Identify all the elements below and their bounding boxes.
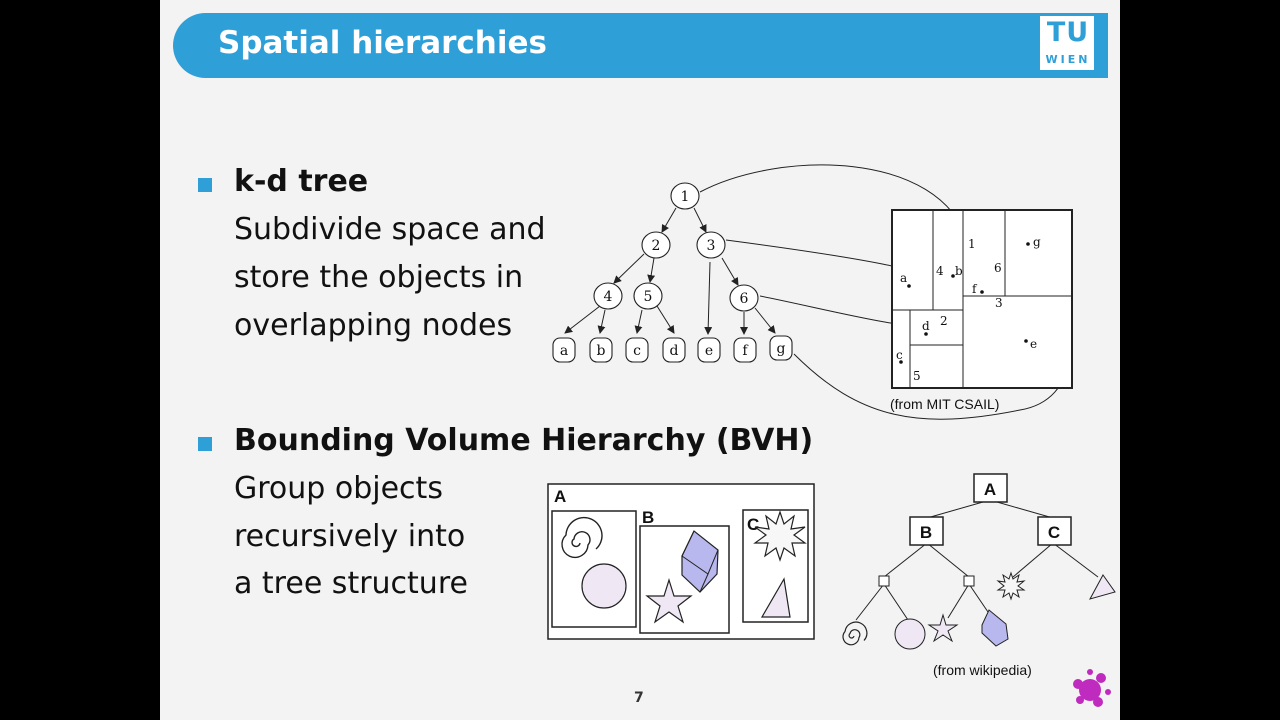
burst-shape [996,571,1026,601]
region-label: 2 [940,314,948,328]
kd-space-partition: 1 4 6 3 2 5 a b f g d c e [891,209,1073,389]
point-label: g [1033,235,1041,249]
kd-node-label: 1 [681,189,690,205]
star-shape [927,613,959,643]
bullet-text-line: overlapping nodes [234,308,513,343]
bvh-box-label: B [642,508,654,527]
bvh-box-label: C [747,515,759,534]
kd-pointer-curves [699,164,1072,420]
kd-node-label: 4 [604,289,613,305]
bullet-text-line: recursively into [234,519,466,554]
point-label: c [896,348,903,362]
kd-leaf-label: d [670,343,679,359]
bullet-text-line: Subdivide space and [234,212,546,247]
slide: Spatial hierarchies TU WIEN k-d tree Sub… [160,0,1120,720]
region-label: 6 [994,261,1002,275]
burst-shape [753,510,807,562]
bvh-tree-node-label: A [984,480,996,499]
kd-leaf-label: b [597,343,606,359]
point-label: d [922,319,930,333]
kd-node-label: 5 [644,289,653,305]
kd-leaf-label: c [633,343,641,359]
bullet-heading-bvh: Bounding Volume Hierarchy (BVH) [234,423,814,458]
spiral-shape [842,621,868,646]
kd-leaf-label: f [742,343,749,359]
splat-icon [1073,669,1111,707]
bullet-marker [198,437,212,451]
point-label: b [955,264,963,278]
point-label: a [900,271,907,285]
title-bar: Spatial hierarchies [173,13,1108,78]
spiral-shape [561,516,603,559]
box-shape [981,609,1009,647]
kd-node-label: 2 [652,238,661,254]
region-label: 5 [913,369,921,383]
triangle-shape [760,577,791,618]
circle-shape [894,618,926,650]
page-number: 7 [634,690,644,706]
bvh-boxes-figure: A B C [547,483,815,640]
kd-leaf-label: a [560,343,568,359]
bvh-tree-node-label: B [920,523,932,542]
bvh-figure-caption: (from wikipedia) [933,662,1032,678]
region-label: 1 [968,237,976,251]
kd-figure-caption: (from MIT CSAIL) [890,396,1000,412]
box-shape [681,530,719,593]
logo-text-tu: TU [1046,17,1090,48]
kd-leaf-label: g [777,341,786,357]
point-label: f [972,282,978,296]
bullet-text-line: Group objects [234,471,443,506]
bvh-box-label: A [554,487,566,506]
bvh-tree-node-label: C [1048,523,1060,542]
kd-node-label: 3 [707,238,716,254]
bvh-tree-edges [855,499,1099,621]
star-shape [645,577,693,624]
bullet-heading-kd-tree: k-d tree [234,164,369,199]
point-label: e [1030,337,1037,351]
slide-title: Spatial hierarchies [218,25,547,61]
kd-internal-nodes: 1 2 3 4 5 6 [593,182,759,312]
kd-leaf-label: e [705,343,713,359]
triangle-shape [1088,574,1116,600]
bvh-tree-figure: A B C [842,473,1116,707]
kd-tree-edges [564,207,776,335]
bullet-text-line: a tree structure [234,566,468,601]
logo-text-wien: WIEN [1045,53,1091,66]
kd-tree-figure: 1 2 3 4 5 6 a b c d e f g [552,164,1073,420]
region-label: 4 [936,264,944,278]
kd-leaf-nodes: a b c d e f g [552,335,793,363]
bullet-marker [198,178,212,192]
tu-wien-logo: TU WIEN [1038,14,1096,72]
bullet-text-line: store the objects in [234,260,524,295]
circle-shape [581,563,627,609]
region-label: 3 [995,296,1003,310]
kd-node-label: 6 [740,291,749,307]
